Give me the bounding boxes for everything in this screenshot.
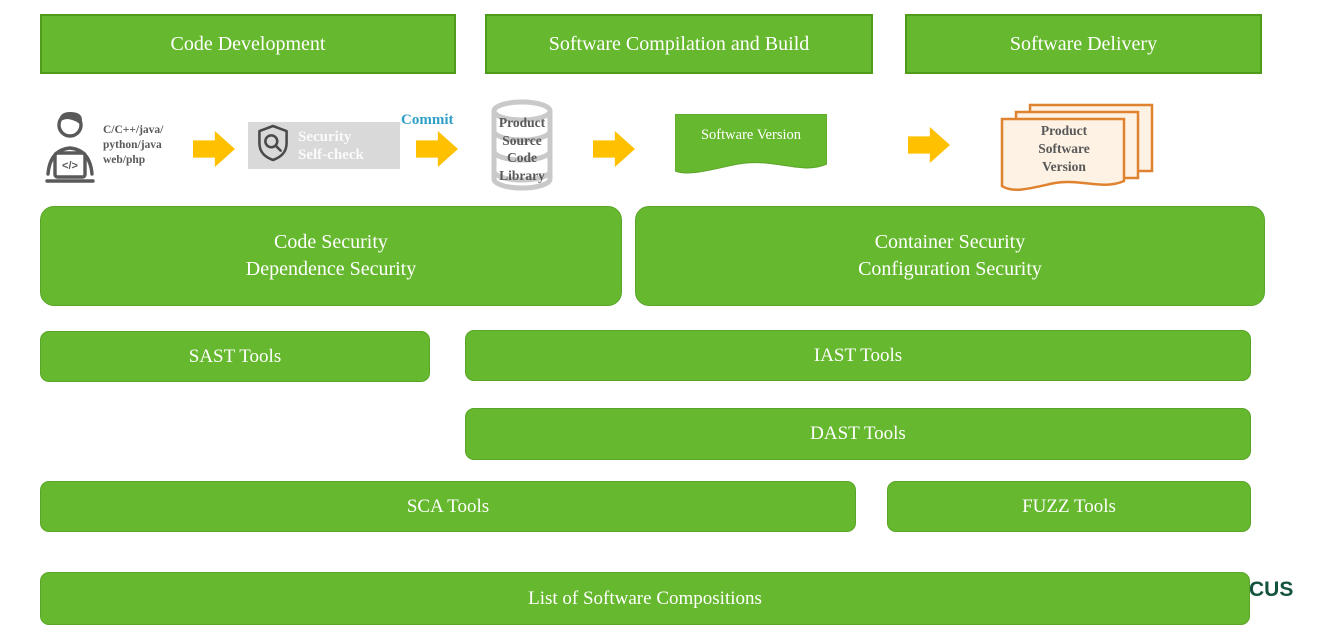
- stage-label: Software Compilation and Build: [548, 32, 810, 55]
- layer-code-dependence-security: Code Security Dependence Security: [40, 206, 622, 306]
- stage-label: Code Development: [170, 32, 326, 55]
- flow-arrow-icon: [593, 131, 635, 167]
- layer-container-configuration-security: Container Security Configuration Securit…: [635, 206, 1265, 306]
- software-version-document: Software Version: [674, 113, 828, 180]
- flow-arrow-icon: [193, 131, 235, 167]
- svg-text:</>: </>: [62, 160, 78, 172]
- sca-tools-box: SCA Tools: [40, 481, 856, 532]
- software-compositions-list-box: List of Software Compositions: [40, 572, 1250, 625]
- source-code-library-icon: Product Source Code Library: [488, 99, 556, 191]
- dast-tools-box: DAST Tools: [465, 408, 1251, 460]
- software-version-label: Software Version: [700, 127, 801, 143]
- shield-search-icon: [256, 124, 290, 167]
- sast-tools-box: SAST Tools: [40, 331, 430, 382]
- security-self-check-step: Security Self-check: [248, 122, 400, 169]
- iast-tools-box: IAST Tools: [465, 330, 1251, 381]
- stage-compilation-build: Software Compilation and Build: [485, 14, 873, 74]
- developer-icon: </>: [42, 108, 98, 190]
- stage-code-development: Code Development: [40, 14, 456, 74]
- vendor-logo-fragment: CUS: [1249, 578, 1294, 601]
- source-code-library-label: Product Source Code Library: [498, 115, 546, 183]
- stage-software-delivery: Software Delivery: [905, 14, 1262, 74]
- developer-languages-label: C/C++/java/ python/java web/php: [103, 124, 164, 166]
- flow-arrow-icon: [416, 131, 458, 167]
- commit-label: Commit: [401, 112, 454, 128]
- fuzz-tools-box: FUZZ Tools: [887, 481, 1251, 532]
- product-software-version-docs-icon: Product Software Version: [990, 103, 1155, 192]
- self-check-label: Security Self-check: [298, 128, 364, 163]
- product-software-version-label: Product Software Version: [1038, 123, 1090, 174]
- flow-arrow-icon: [908, 127, 950, 163]
- stage-label: Software Delivery: [1009, 32, 1158, 55]
